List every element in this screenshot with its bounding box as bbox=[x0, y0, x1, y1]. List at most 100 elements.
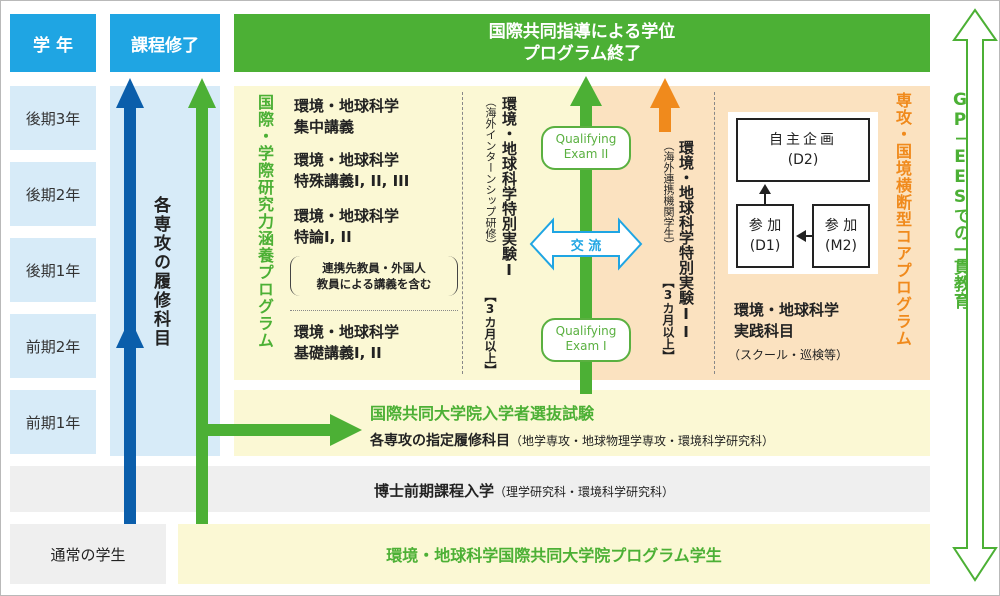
join-d1-sub: (D1) bbox=[749, 238, 781, 254]
subjects-text: 各専攻の指定履修科目 bbox=[370, 433, 510, 449]
join-m2-label: 参 加 bbox=[824, 218, 858, 234]
practical1-sub-text: （海外インターンシップ研修） bbox=[484, 96, 497, 250]
gp-ees-label: GP－EESでの一貫教育 bbox=[950, 90, 970, 380]
lecture-special: 環境・地球科学 特殊講義I, II, III bbox=[294, 150, 409, 192]
degree-line2: プログラム終了 bbox=[522, 44, 642, 64]
practical2-title: 環境・地球科学特別実験II bbox=[677, 140, 695, 360]
dark-blue-arrow-shaft bbox=[124, 106, 136, 524]
qe2-line1: Qualifying bbox=[555, 132, 617, 146]
lecture-line: 特論I, II bbox=[294, 228, 352, 246]
research-program-title-text: 国際・学際研究力涵養プログラム bbox=[255, 94, 274, 349]
exchange-double-arrow bbox=[529, 217, 643, 271]
course-complete-header: 課程修了 bbox=[110, 14, 220, 72]
year-label: 前期1年 bbox=[25, 413, 81, 432]
green-arrow-head bbox=[188, 78, 216, 108]
lecture-divider bbox=[290, 310, 458, 311]
core-program-title: 専攻・国境横断型コアプログラム bbox=[890, 92, 914, 376]
lecture-line: 特殊講義I, II, III bbox=[294, 172, 410, 190]
grade-header: 学 年 bbox=[10, 14, 96, 72]
qe1-line2: Exam I bbox=[565, 339, 607, 353]
practice-note: （スクール・巡検等） bbox=[728, 346, 848, 363]
master-entry-note: （理学研究科・環境科学研究科） bbox=[494, 485, 675, 499]
lecture-line: 環境・地球科学 bbox=[294, 97, 400, 115]
practical1-sub: （海外インターンシップ研修） bbox=[482, 96, 498, 296]
course-complete-label: 課程修了 bbox=[131, 35, 199, 56]
d1-to-d2-head bbox=[759, 184, 771, 194]
lecture-note: 連携先教員・外国人 教員による講義を含む bbox=[290, 256, 458, 296]
lecture-line: 環境・地球科学 bbox=[294, 207, 400, 225]
master-entry-title: 博士前期課程入学 bbox=[374, 482, 495, 500]
regular-student-box: 通常の学生 bbox=[10, 524, 166, 584]
practical1-title: 環境・地球科学特別実験I bbox=[500, 96, 518, 356]
qe1-line1: Qualifying bbox=[555, 324, 617, 338]
master-entry-area bbox=[10, 466, 930, 512]
m2-to-d1-head bbox=[796, 230, 806, 242]
entrance-exam-title: 国際共同大学院入学者選抜試験 bbox=[370, 400, 594, 424]
master-entry-label: 博士前期課程入学（理学研究科・環境科学研究科） bbox=[374, 480, 674, 501]
lecture-advanced: 環境・地球科学 特論I, II bbox=[294, 206, 399, 248]
year-label: 後期2年 bbox=[25, 185, 81, 204]
year-label: 後期3年 bbox=[25, 109, 81, 128]
lecture-basic: 環境・地球科学 基礎講義I, II bbox=[294, 322, 399, 364]
central-green-head bbox=[570, 76, 602, 106]
self-project-label: 自主企画 bbox=[769, 132, 837, 148]
practice-line: 実践科目 bbox=[734, 322, 795, 340]
practical1-title-text: 環境・地球科学特別実験I bbox=[500, 96, 518, 279]
practical2-sub-text: （海外連携機関学生） bbox=[662, 140, 675, 250]
practical1-period: 【3カ月以上】 bbox=[482, 290, 499, 376]
program-student-text: 環境・地球科学国際共同大学院プログラム学生 bbox=[386, 546, 722, 565]
dark-blue-arrow-mid-head bbox=[116, 318, 144, 348]
join-d1-box: 参 加 (D1) bbox=[736, 204, 794, 268]
practical1-divider bbox=[462, 92, 463, 374]
year-d3: 後期3年 bbox=[10, 86, 96, 150]
research-program-title: 国際・学際研究力涵養プログラム bbox=[252, 94, 276, 374]
qualifying-exam-1: Qualifying Exam I bbox=[541, 318, 631, 362]
grade-header-label: 学 年 bbox=[33, 35, 73, 56]
qualifying-exam-2: Qualifying Exam II bbox=[541, 126, 631, 170]
practical2-period: 【3カ月以上】 bbox=[660, 276, 677, 362]
year-m1: 前期1年 bbox=[10, 390, 96, 454]
note-line: 教員による講義を含む bbox=[316, 277, 432, 291]
entrance-exam-title-text: 国際共同大学院入学者選抜試験 bbox=[370, 404, 595, 423]
core-divider bbox=[714, 92, 715, 374]
lecture-line: 基礎講義I, II bbox=[294, 344, 382, 362]
year-d1: 後期1年 bbox=[10, 238, 96, 302]
entrance-exam-subjects: 各専攻の指定履修科目（地学専攻・地球物理学専攻・環境科学研究科） bbox=[370, 430, 774, 450]
courses-label: 各専攻の履修科目 bbox=[148, 196, 173, 386]
exchange-text: 交 流 bbox=[570, 238, 602, 254]
lecture-intensive: 環境・地球科学 集中講義 bbox=[294, 96, 399, 138]
research-program-area bbox=[234, 86, 586, 380]
green-branch-shaft bbox=[202, 424, 332, 436]
gp-ees-double-arrow bbox=[952, 8, 998, 582]
regular-student-text: 通常の学生 bbox=[50, 545, 126, 564]
exchange-label: 交 流 bbox=[553, 234, 619, 254]
courses-text: 各専攻の履修科目 bbox=[150, 196, 170, 348]
practical2-title-text: 環境・地球科学特別実験II bbox=[677, 140, 695, 341]
year-label: 後期1年 bbox=[25, 261, 81, 280]
practice-subject: 環境・地球科学 実践科目 bbox=[734, 300, 839, 342]
join-d1-label: 参 加 bbox=[748, 218, 782, 234]
note-line: 連携先教員・外国人 bbox=[322, 261, 426, 275]
self-project-box: 自主企画 (D2) bbox=[736, 118, 870, 182]
year-d2: 後期2年 bbox=[10, 162, 96, 226]
lecture-line: 環境・地球科学 bbox=[294, 151, 400, 169]
green-branch-head bbox=[330, 414, 362, 446]
orange-arrow-head bbox=[650, 78, 680, 108]
program-student-box: 環境・地球科学国際共同大学院プログラム学生 bbox=[178, 524, 930, 584]
practice-line: 環境・地球科学 bbox=[734, 301, 840, 319]
subjects-note-text: （地学専攻・地球物理学専攻・環境科学研究科） bbox=[510, 434, 775, 448]
gp-ees-text: GP－EESでの一貫教育 bbox=[950, 90, 970, 309]
dark-blue-arrow-head bbox=[116, 78, 144, 108]
core-program-title-text: 専攻・国境横断型コアプログラム bbox=[893, 92, 912, 347]
join-m2-sub: (M2) bbox=[825, 238, 857, 254]
degree-complete-header: 国際共同指導による学位 プログラム終了 bbox=[234, 14, 930, 72]
lecture-line: 集中講義 bbox=[294, 118, 355, 136]
self-project-sub: (D2) bbox=[787, 152, 819, 168]
qe2-line2: Exam II bbox=[563, 147, 609, 161]
practical1-period-text: 【3カ月以上】 bbox=[483, 290, 497, 376]
join-m2-box: 参 加 (M2) bbox=[812, 204, 870, 268]
practice-note-text: （スクール・巡検等） bbox=[728, 348, 849, 362]
practical2-sub: （海外連携機関学生） bbox=[660, 140, 676, 280]
entrance-exam-area bbox=[234, 390, 930, 456]
